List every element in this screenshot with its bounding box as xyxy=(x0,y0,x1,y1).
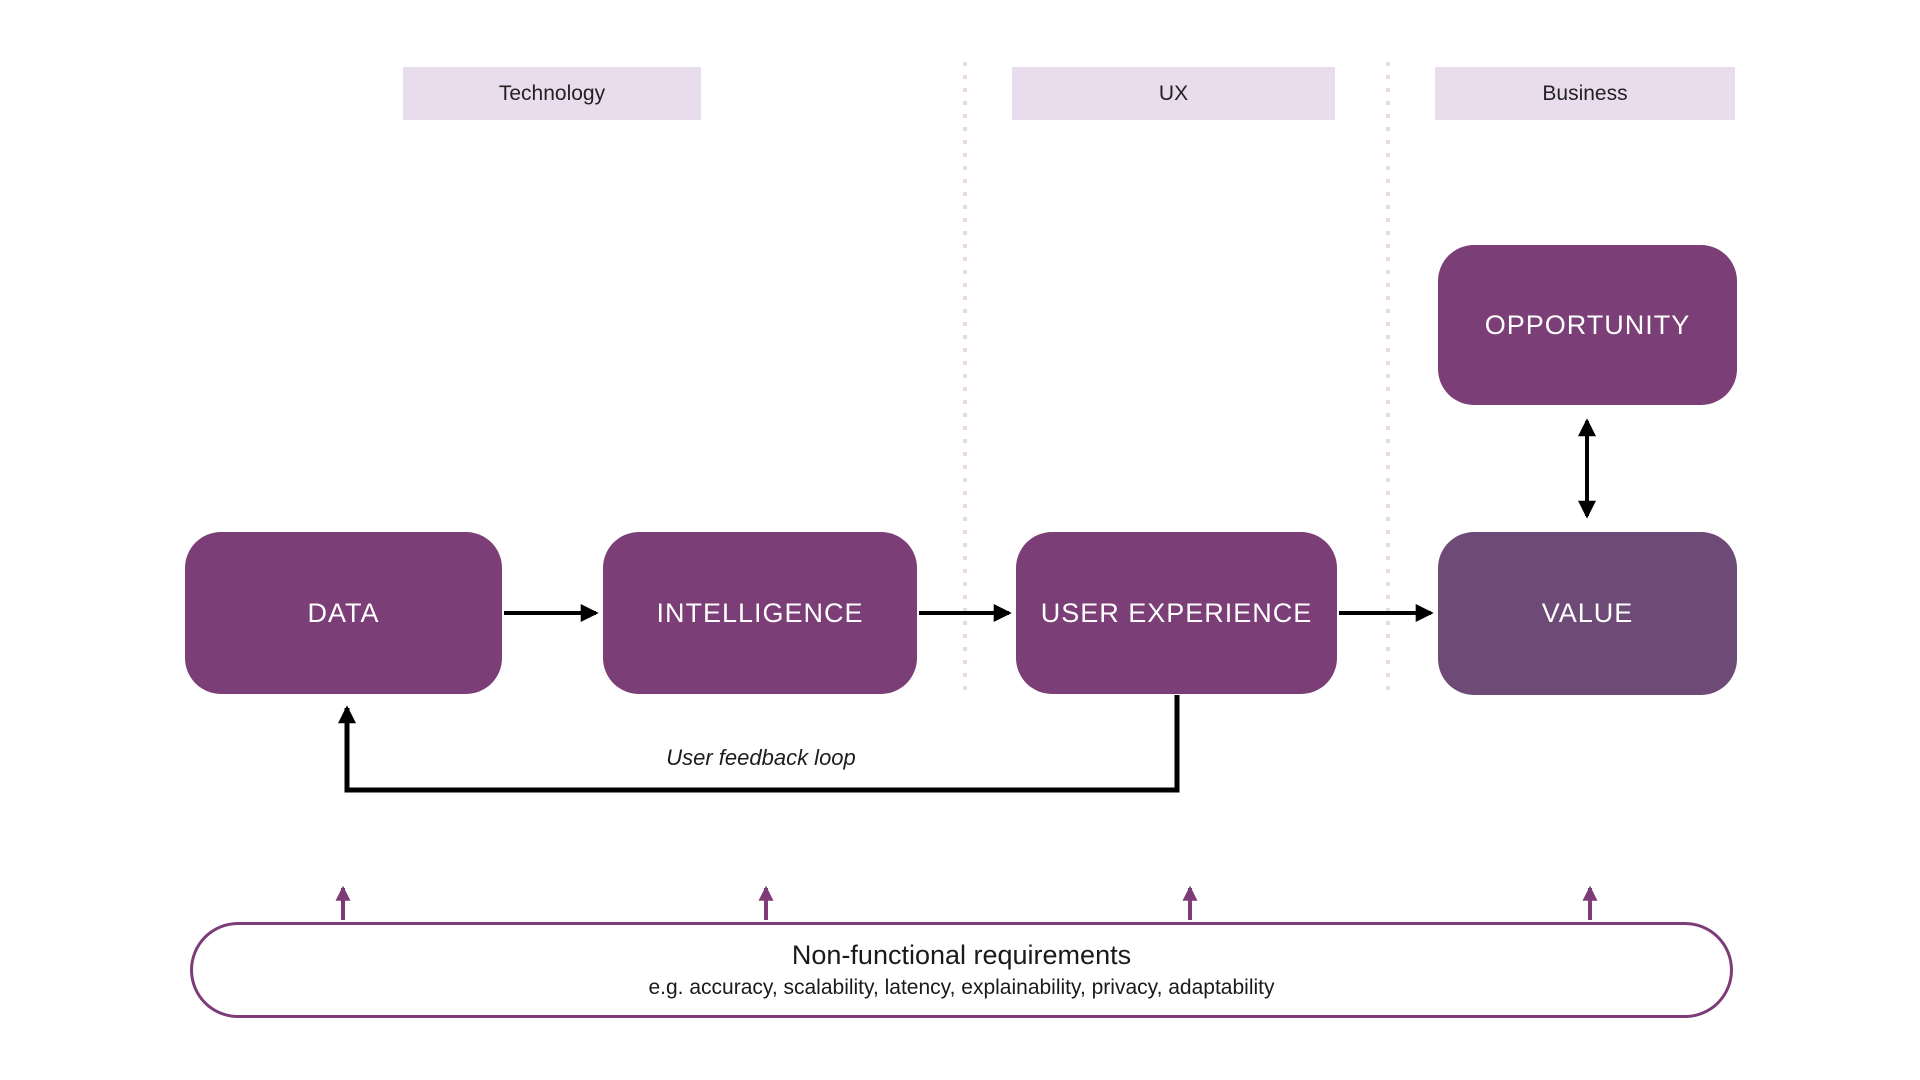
node-intelligence: INTELLIGENCE xyxy=(603,532,917,694)
node-opportunity-label: OPPORTUNITY xyxy=(1484,309,1691,340)
column-label-technology-text: Technology xyxy=(498,81,606,105)
nfr-subtitle: e.g. accuracy, scalability, latency, exp… xyxy=(648,976,1275,999)
column-label-ux-text: UX xyxy=(1158,81,1189,105)
node-value: VALUE xyxy=(1438,532,1737,695)
column-label-business-text: Business xyxy=(1542,81,1628,105)
node-opportunity: OPPORTUNITY xyxy=(1438,245,1737,405)
column-label-technology: Technology xyxy=(403,67,701,120)
column-label-business: Business xyxy=(1435,67,1735,120)
column-label-ux: UX xyxy=(1012,67,1335,120)
column-divider-ux-business xyxy=(1386,62,1390,698)
node-intelligence-label: INTELLIGENCE xyxy=(656,597,864,628)
arrow-feedback-loop xyxy=(338,695,1180,793)
node-value-label: VALUE xyxy=(1541,598,1634,628)
nfr-container: Non-functional requirements e.g. accurac… xyxy=(190,922,1733,1018)
feedback-loop-caption: User feedback loop xyxy=(666,745,856,770)
column-divider-technology-ux xyxy=(963,62,967,698)
node-user-experience: USER EXPERIENCE xyxy=(1016,532,1337,694)
node-data-label: DATA xyxy=(307,597,380,628)
nfr-title: Non-functional requirements xyxy=(791,940,1132,970)
node-user-experience-label: USER EXPERIENCE xyxy=(1040,597,1313,628)
node-data: DATA xyxy=(185,532,502,694)
